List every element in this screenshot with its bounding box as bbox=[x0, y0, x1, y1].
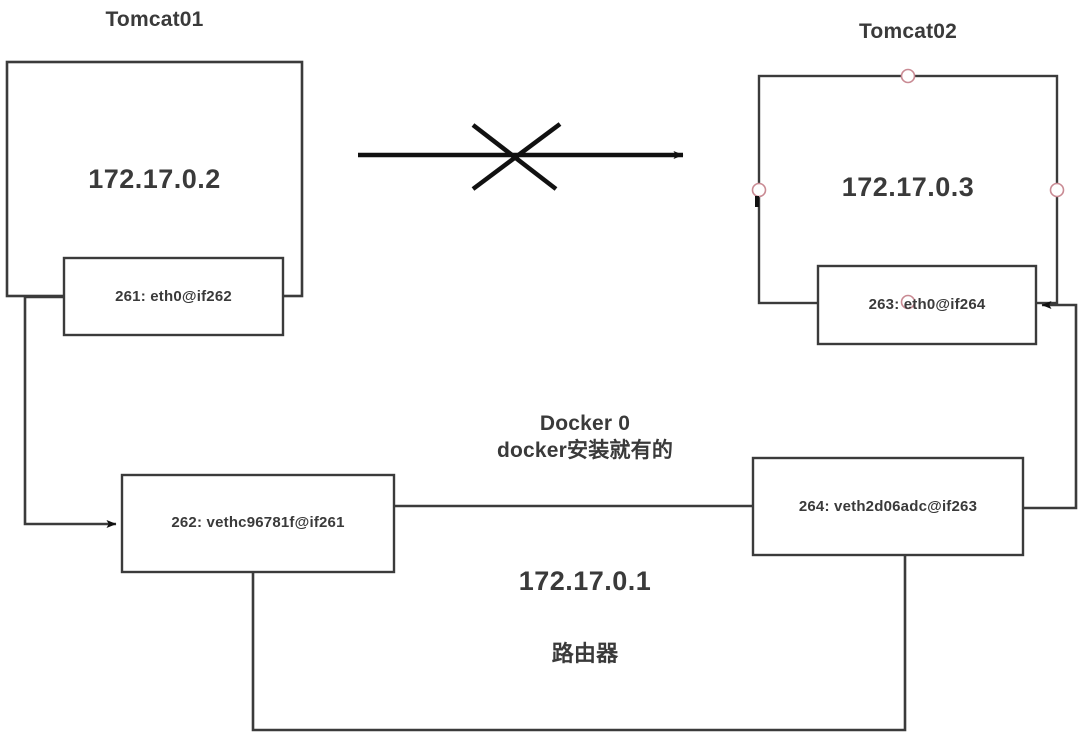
tomcat01-eth0-label: 261: eth0@if262 bbox=[115, 288, 232, 305]
selection-handle-right[interactable] bbox=[1049, 182, 1065, 198]
tomcat01-eth0-box[interactable] bbox=[62, 256, 285, 337]
bridge-name-line2: docker安装就有的 bbox=[496, 439, 674, 462]
link-bridge-bottom-rail bbox=[251, 555, 907, 732]
selection-anchor-tick bbox=[755, 196, 759, 207]
link-veth-right-to-eth0 bbox=[1023, 301, 1078, 510]
veth-left-box[interactable] bbox=[120, 473, 396, 574]
veth-left-label: 262: vethc96781f@if261 bbox=[171, 514, 345, 531]
bridge-name-line1: Docker 0 bbox=[539, 412, 631, 435]
veth-right-label: 264: veth2d06adc@if263 bbox=[798, 498, 978, 515]
bridge-role-label: 路由器 bbox=[551, 641, 619, 666]
selection-handle-bottom[interactable] bbox=[900, 294, 916, 310]
tomcat02-ip-label: 172.17.0.3 bbox=[841, 172, 975, 202]
selection-handle-top[interactable] bbox=[900, 68, 916, 84]
bridge-ip-label: 172.17.0.1 bbox=[518, 566, 652, 596]
tomcat01-ip-label: 172.17.0.2 bbox=[88, 164, 221, 194]
tomcat02-eth0-label: 263: eth0@if264 bbox=[868, 296, 986, 313]
tomcat01-title: Tomcat01 bbox=[105, 8, 204, 31]
cross-out-icon-stroke-b bbox=[471, 122, 562, 191]
tomcat02-eth0-box[interactable] bbox=[816, 264, 1038, 346]
tomcat02-title: Tomcat02 bbox=[858, 20, 958, 43]
link-eth0-to-veth-left bbox=[23, 295, 117, 528]
